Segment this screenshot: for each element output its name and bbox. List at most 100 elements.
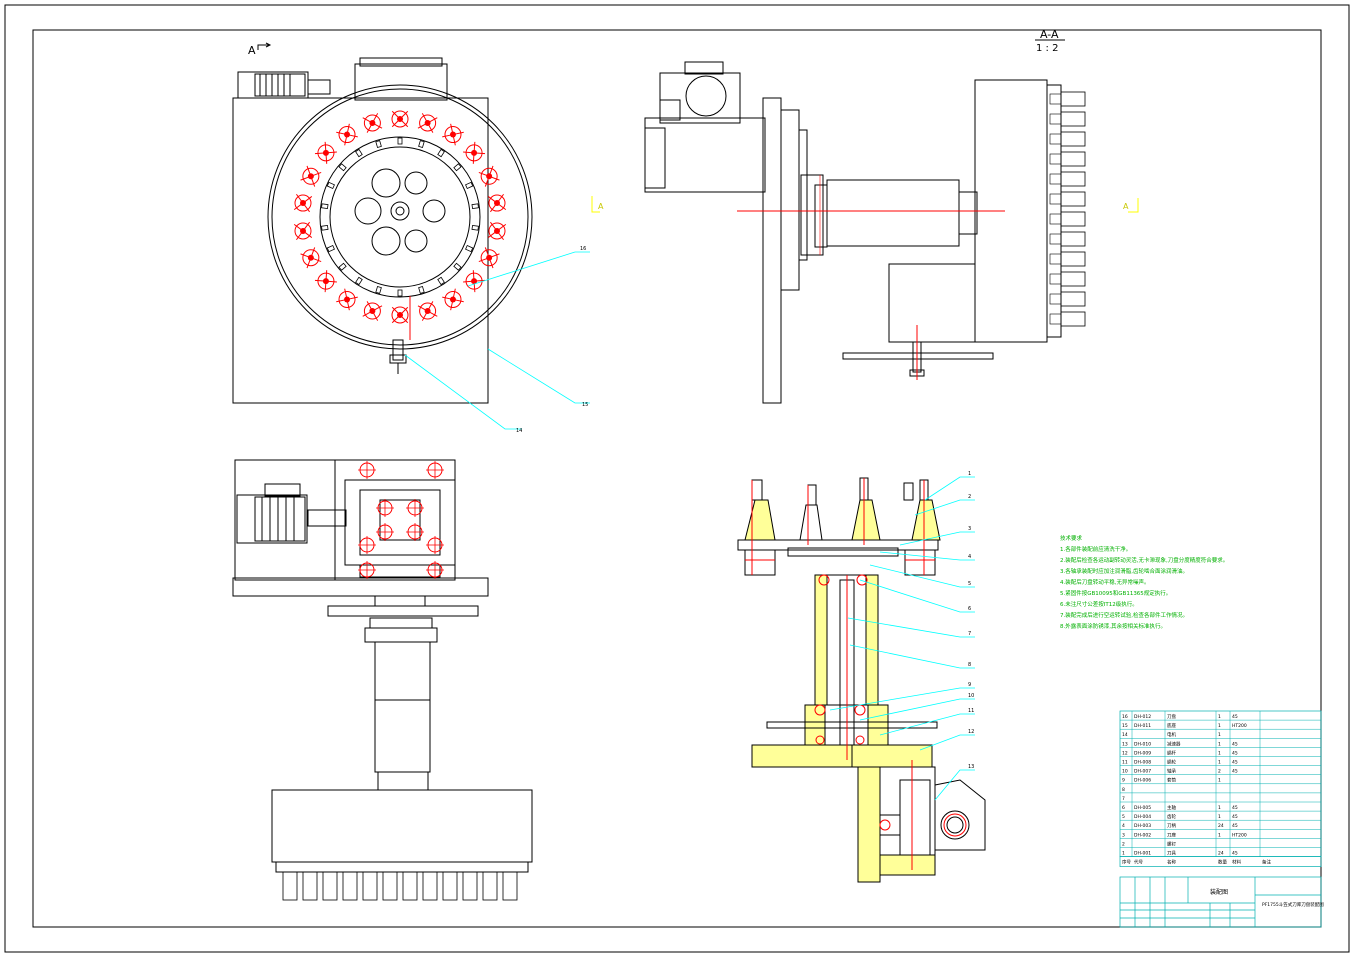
tool-pocket-slot [326,244,335,253]
balloon-number: 12 [968,729,974,735]
tool-pocket-spoke [324,141,327,153]
balloon-number: 10 [968,693,974,699]
tool-pocket-spoke [399,314,409,324]
balloon-leader [859,579,975,613]
parts-table-cell: DH-007 [1134,769,1151,775]
balloon-leader [879,713,975,736]
title-block [1119,876,1322,928]
side-pocket-inner [1049,173,1062,185]
balloon-leader [859,698,975,721]
plan-pocket [302,871,318,901]
tool-pocket-spoke [325,152,328,164]
tool-pocket-slot [338,262,347,271]
tool-pocket-circle [444,126,462,144]
balloon-leader [869,564,975,588]
tool-pocket-slot [465,244,474,253]
tool-pocket [391,110,409,145]
parts-table-cell: 刀座 [1167,831,1176,838]
tool-pocket-spoke [427,117,438,124]
tool-pocket-spoke [344,288,348,300]
tool-pocket-circle [338,290,356,308]
outer-border [4,4,1350,953]
tool-pocket-circle [294,194,312,212]
tool-pocket-circle [391,306,409,324]
tool-pocket-circle [338,126,356,144]
parts-table-cell: 减速器 [1167,740,1181,747]
tool-pocket-spoke [336,298,348,303]
parts-table-cell: DH-002 [1134,832,1151,838]
tool-pocket-spoke [302,230,313,238]
parts-table-cell: 1 [1218,805,1221,811]
tool-pocket [417,113,438,149]
tool-pocket-spoke [371,113,379,124]
tool-pocket-slot [453,163,462,172]
tool-pocket-spoke [302,202,310,213]
parts-table-cell: 1 [1218,832,1221,838]
parts-table-cell: 24 [1218,823,1224,829]
notes-line-2: 2.装配后检查各运动副转动灵活,无卡滞现象,刀盘分度精度符合要求。 [1060,556,1228,564]
parts-table-cell: 12 [1122,750,1128,756]
section-view [737,477,986,883]
tool-pocket-slot [321,224,329,231]
tool-pocket-slot [397,289,403,297]
plan-pocket [422,871,438,901]
side-pocket-inner [1049,153,1062,165]
side-pocket [1060,151,1086,167]
side-pocket [1060,291,1086,307]
front-view-leaders [404,251,590,430]
side-pocket-inner [1049,313,1062,325]
parts-table-cell: 45 [1232,805,1238,811]
tool-pocket [465,244,500,269]
tool-pocket-slot [375,285,382,294]
side-pocket [1060,271,1086,287]
balloon-leader [934,769,975,801]
tool-pocket-spoke [399,118,409,128]
notes-line-1: 1.各部件装配前应清洗干净。 [1060,545,1131,553]
parts-table-header-cell: 数量 [1218,859,1227,866]
tool-pocket-slot [321,203,329,210]
tool-pocket-spoke [478,171,490,177]
tool-pocket-spoke [463,280,475,283]
tool-pocket-spoke [421,113,429,124]
tool-pocket-spoke [371,310,379,321]
parts-table-cell: 刀柄 [1167,822,1176,829]
parts-table-cell: 45 [1232,814,1238,820]
tool-pocket-spoke [452,134,456,146]
tool-pocket-spoke [336,131,348,136]
parts-table-cell: DH-012 [1134,714,1151,720]
tool-pocket-circle [363,114,381,132]
tool-pocket-spoke [310,176,316,187]
side-pocket-inner [1049,213,1062,225]
tool-pocket [336,123,363,158]
parts-table-cell: 1 [1218,714,1221,720]
balloon-number: 4 [968,554,971,560]
parts-table-cell: 7 [1122,796,1125,802]
tool-pocket-circle [480,167,498,185]
tool-pocket-spoke [362,310,373,317]
tool-pocket-circle [444,290,462,308]
parts-table-cell: 4 [1122,823,1125,829]
tool-pocket-spoke [399,306,409,316]
plan-pocket [342,871,358,901]
tool-pocket-circle [391,110,409,128]
parts-table-cell: 24 [1218,851,1224,857]
tool-pocket-spoke [346,123,350,135]
side-pocket [1060,171,1086,187]
parts-table-cell: 1 [1218,741,1221,747]
side-pocket-inner [1049,133,1062,145]
tool-pocket-spoke [488,253,500,259]
balloon-leader [847,617,975,638]
side-pocket-inner [1049,273,1062,285]
tool-pocket-spoke [473,141,476,153]
tool-pocket-circle [302,249,320,267]
tool-pocket [314,141,347,172]
parts-table-cell: DH-004 [1134,814,1151,820]
side-pocket [1060,311,1086,327]
view-arrow-a-top: A [248,44,256,57]
section-label: A-A [1040,28,1059,41]
parts-table-cell: 5 [1122,814,1125,820]
tool-pocket-spoke [346,296,358,300]
balloon-leader [879,551,975,561]
tool-pocket-circle [302,167,320,185]
